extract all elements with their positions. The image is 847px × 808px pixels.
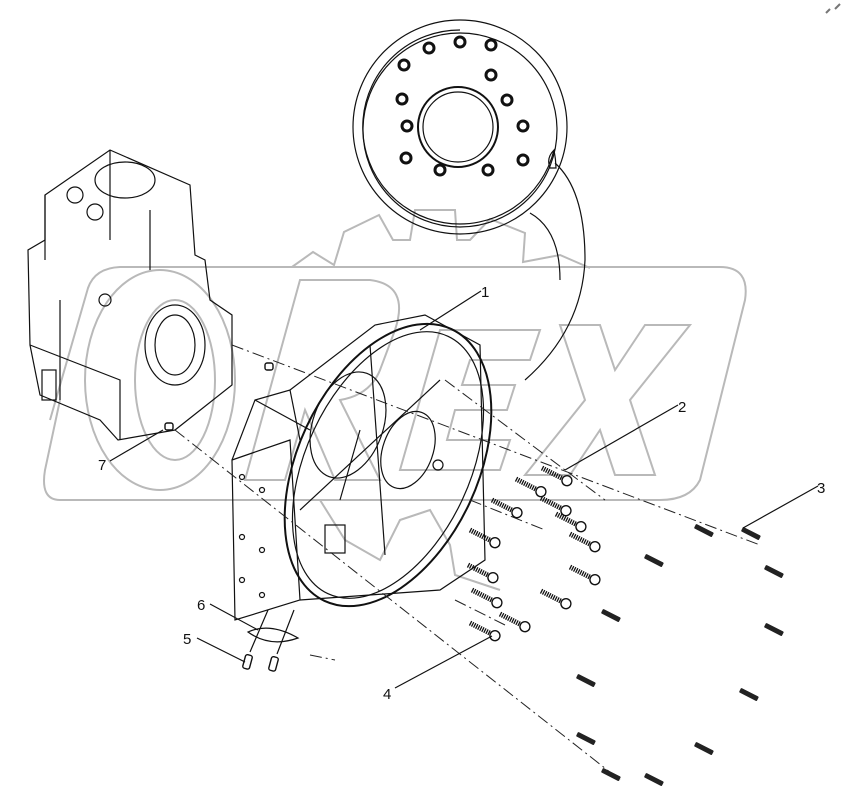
callout-5: 5 xyxy=(183,631,191,648)
callout-1: 1 xyxy=(481,284,489,301)
leader-lines xyxy=(109,290,819,689)
mount-hole-icons xyxy=(238,473,266,599)
callout-4: 4 xyxy=(383,686,391,703)
callout-7: 7 xyxy=(98,457,106,474)
bolt-hole-icons xyxy=(395,35,530,177)
gasket-detail-view xyxy=(352,19,586,381)
flywheel-housing xyxy=(231,314,493,621)
housing-bolt-icons xyxy=(466,465,601,642)
cover-plate xyxy=(246,627,300,643)
callout-6: 6 xyxy=(197,597,205,614)
corner-arrow-icon xyxy=(825,3,841,14)
centerlines xyxy=(174,344,761,781)
callout-3: 3 xyxy=(817,480,825,497)
watermark-logo xyxy=(43,209,747,591)
callout-labels: 1 2 3 4 5 6 7 xyxy=(98,284,825,703)
engine-block xyxy=(27,149,274,441)
stud-bolt-icons xyxy=(576,524,784,786)
dowel-pin-icon xyxy=(164,362,274,431)
callout-2: 2 xyxy=(678,399,686,416)
